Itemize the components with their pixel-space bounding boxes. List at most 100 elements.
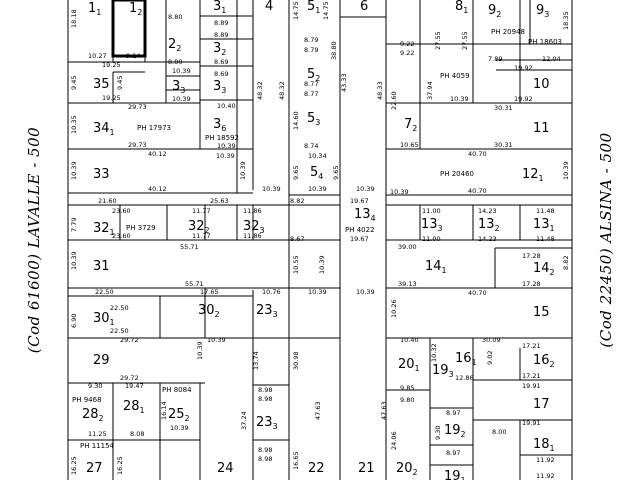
parcel-9-2: 92: [488, 3, 501, 19]
dimension: 10.39: [356, 288, 375, 296]
parcel-27: 27: [86, 461, 103, 476]
ph-label: PH 8084: [162, 386, 192, 394]
parcel-30-1: 301: [93, 311, 115, 327]
parcel-19-1: 191: [444, 469, 466, 480]
dimension: 22.50: [110, 327, 129, 335]
dimension: 55.71: [185, 280, 204, 288]
parcel-17: 17: [533, 397, 550, 412]
parcel-3-6: 36: [213, 117, 226, 133]
dimension: 29.72: [120, 374, 139, 382]
dimension: 23.60: [112, 232, 131, 240]
dimension: 30.31: [494, 141, 513, 149]
dimension: 10.40: [217, 102, 236, 110]
dimension: 30.09: [482, 336, 501, 344]
dimension: 25.63: [210, 197, 229, 205]
dimension: 29.73: [128, 103, 147, 111]
dimension: 21.60: [98, 197, 117, 205]
dimension: 17.28: [522, 252, 541, 260]
dimension: 12.04: [542, 55, 561, 63]
parcel-35: 35: [93, 77, 110, 92]
dimension: 39.13: [398, 280, 417, 288]
parcel-5-3: 53: [307, 111, 320, 127]
vertical-dimension: 22.60: [390, 91, 398, 110]
dimension: 10.40: [400, 336, 419, 344]
dimension: 14.23: [478, 207, 497, 215]
dimension: 8.00: [492, 428, 506, 436]
dimension: 29.73: [128, 141, 147, 149]
vertical-dimension: 9.65: [332, 166, 340, 180]
street-label-alsina: (Cod 22450) ALSINA - 500: [597, 132, 615, 348]
parcel-13-2: 132: [478, 217, 500, 233]
parcel-5-1: 51: [307, 0, 320, 15]
dimension: 9.85: [400, 384, 414, 392]
vertical-dimension: 16.65: [292, 451, 300, 470]
dimension: 8.97: [446, 449, 460, 457]
dimension: 10.39: [262, 185, 281, 193]
parcel-31: 31: [93, 259, 110, 274]
vertical-dimension: 10.39: [318, 255, 326, 274]
dimension: 8.98: [258, 446, 272, 454]
dimension: 40.70: [468, 289, 487, 297]
vertical-dimension: 14.60: [292, 111, 300, 130]
parcel-4: 4: [265, 0, 273, 14]
parcel-5-2: 52: [307, 67, 320, 83]
parcel-33: 33: [93, 167, 110, 182]
vertical-dimension: 48.32: [278, 81, 286, 100]
dimension: 11.48: [536, 235, 555, 243]
dimension: 29.72: [120, 336, 139, 344]
vertical-dimension: 30.98: [292, 351, 300, 370]
parcel-18-1: 181: [533, 437, 555, 453]
vertical-dimension: 47.63: [380, 401, 388, 420]
dimension: 10.39: [172, 67, 191, 75]
parcel-11: 11: [533, 121, 550, 136]
parcel-25-2: 252: [168, 407, 190, 423]
parcel-24: 24: [217, 461, 234, 476]
dimension: 8.98: [258, 395, 272, 403]
parcel-3-3: 33: [213, 79, 226, 95]
ph-label: PH 18592: [205, 134, 239, 142]
parcel-6: 6: [360, 0, 368, 14]
vertical-dimension: 38.80: [330, 41, 338, 60]
dimension: 11.92: [536, 456, 555, 464]
dimension: 40.70: [468, 187, 487, 195]
dimension: 8.69: [214, 58, 228, 66]
vertical-dimension: 9.30: [434, 426, 442, 440]
dimension: 10.39: [356, 185, 375, 193]
parcel-23-3b: 233: [256, 415, 278, 431]
vertical-dimension: 37.94: [426, 81, 434, 100]
dimension: 8.89: [214, 19, 228, 27]
dimension: 8.69: [214, 70, 228, 78]
vertical-dimension: 10.39: [239, 161, 247, 180]
dimension-labels: 10.27 9.14 19.25 19.25 29.73 29.73 40.12…: [88, 13, 561, 480]
dimension: 10.39: [172, 95, 191, 103]
dimension: 9.30: [88, 382, 102, 390]
dimension: 8.89: [214, 31, 228, 39]
ph-label: PH 4022: [345, 226, 375, 234]
vertical-dimension: 10.39: [562, 161, 570, 180]
dimension: 8.08: [130, 430, 144, 438]
vertical-dimension: 43.33: [340, 73, 348, 92]
parcel-15: 15: [533, 305, 550, 320]
dimension: 22.50: [95, 288, 114, 296]
parcel-19-3: 193: [432, 363, 454, 379]
dimension: 8.98: [258, 455, 272, 463]
dimension: 10.39: [170, 424, 189, 432]
dimension: 17.21: [522, 372, 541, 380]
dimension: 17.21: [522, 342, 541, 350]
dimension: 10.39: [216, 152, 235, 160]
vertical-dimension: 48.32: [256, 81, 264, 100]
dimension: 17.28: [522, 280, 541, 288]
dimension: 8.98: [258, 386, 272, 394]
dimension: 10.39: [390, 188, 409, 196]
parcel-9-3: 93: [536, 3, 549, 19]
vertical-dimension: 9.65: [292, 166, 300, 180]
parcel-16-1: 161: [455, 351, 477, 367]
dimension: 9.22: [400, 49, 414, 57]
vertical-dimension: 16.25: [70, 456, 78, 475]
vertical-dimension-labels: 18.18 9.45 9.45 10.35 10.39 10.39 48.32 …: [70, 1, 570, 475]
vertical-dimension: 27.55: [461, 31, 469, 50]
vertical-dimension: 18.35: [562, 11, 570, 30]
parcel-13-3: 133: [421, 217, 443, 233]
parcel-22: 22: [308, 461, 325, 476]
dimension: 22.50: [110, 304, 129, 312]
